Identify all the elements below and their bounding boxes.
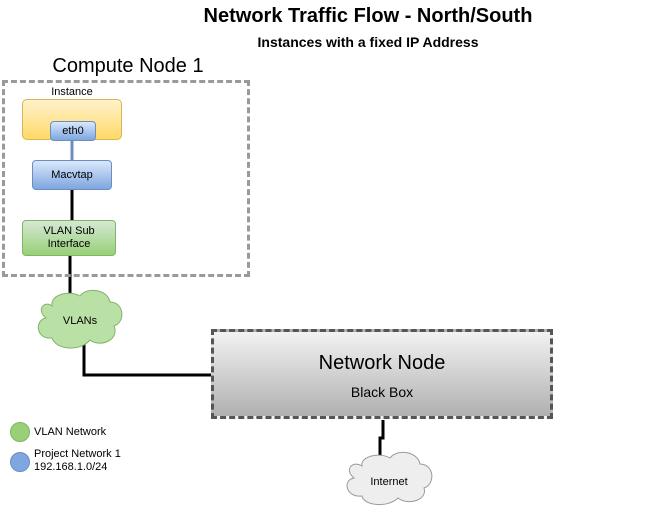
compute-node-container	[2, 80, 250, 277]
legend-project-label: Project Network 1	[34, 448, 121, 460]
vlans-to-networknode-link	[82, 340, 211, 377]
legend-project-subnet: 192.168.1.0/24	[34, 461, 108, 473]
vlans-cloud-label: VLANs	[62, 315, 98, 327]
vlan-sub-interface-label: VLAN Sub Interface	[43, 225, 95, 250]
instance-label: Instance	[51, 86, 93, 98]
network-node-title: Network Node	[318, 352, 446, 374]
diagram-title: Network Traffic Flow - North/South	[203, 5, 533, 27]
network-node-box	[211, 329, 553, 419]
vlan-sub-interface-box: VLAN Sub Interface	[22, 220, 116, 256]
macvtap-box: Macvtap	[32, 160, 112, 190]
legend-project-swatch	[10, 452, 30, 472]
internet-cloud	[346, 451, 433, 505]
eth0-interface: eth0	[50, 121, 96, 141]
compute-node-label: Compute Node 1	[52, 55, 204, 77]
legend-vlan-label: VLAN Network	[34, 426, 107, 438]
network-node-subtitle: Black Box	[350, 384, 414, 400]
networknode-to-internet-link	[378, 420, 385, 458]
diagram-subtitle: Instances with a fixed IP Address	[257, 34, 479, 50]
vlans-cloud	[37, 289, 123, 349]
eth0-label: eth0	[62, 125, 84, 137]
internet-cloud-label: Internet	[370, 476, 408, 488]
macvtap-label: Macvtap	[51, 169, 93, 181]
legend-vlan-swatch	[10, 422, 30, 442]
